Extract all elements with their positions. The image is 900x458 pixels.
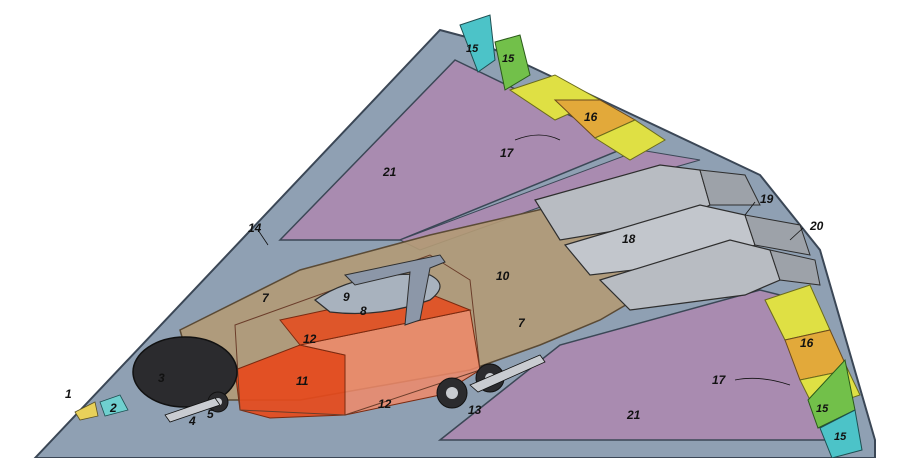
- label-12b: 12: [378, 397, 392, 411]
- nose-sensor-1: [74, 401, 99, 421]
- label-17b: 17: [712, 373, 727, 387]
- label-14: 14: [248, 221, 262, 235]
- label-15c: 15: [816, 403, 829, 415]
- label-18: 18: [622, 232, 636, 246]
- label-15d: 15: [834, 431, 847, 443]
- label-19: 19: [760, 192, 774, 206]
- label-3: 3: [158, 371, 165, 385]
- nose-sensor-2: [99, 394, 129, 417]
- label-7a: 7: [262, 291, 270, 305]
- label-15a: 15: [466, 43, 479, 55]
- exhaust-nozzle-3: [769, 249, 821, 286]
- label-7b: 7: [518, 316, 526, 330]
- label-5: 5: [207, 407, 214, 421]
- flap-upper-yellow-2: [593, 119, 666, 161]
- elevon-upper-green: [494, 34, 531, 91]
- label-16a: 16: [584, 110, 598, 124]
- label-10: 10: [496, 269, 510, 283]
- label-8: 8: [360, 304, 367, 318]
- label-20: 20: [809, 219, 824, 233]
- label-13: 13: [468, 403, 482, 417]
- label-12a: 12: [303, 332, 317, 346]
- label-16b: 16: [800, 336, 814, 350]
- elevon-upper-teal: [459, 14, 496, 73]
- label-21b: 21: [626, 408, 641, 422]
- main-landing-gear: [436, 354, 546, 409]
- label-17a: 17: [500, 146, 515, 160]
- radome: [132, 336, 238, 408]
- elevon-lower-teal: [819, 409, 863, 458]
- label-9: 9: [343, 290, 350, 304]
- exhaust-nozzle-2: [744, 214, 811, 256]
- label-11: 11: [296, 374, 309, 388]
- label-15b: 15: [502, 53, 515, 65]
- exhaust-nozzle-1: [699, 169, 761, 206]
- cockpit-frame: [343, 254, 446, 326]
- label-21a: 21: [382, 165, 397, 179]
- label-4: 4: [188, 414, 196, 428]
- label-2: 2: [109, 401, 117, 415]
- engines: [534, 164, 821, 311]
- leader-lines: [257, 134, 804, 386]
- nose-landing-gear: [164, 391, 229, 423]
- label-1: 1: [65, 387, 72, 401]
